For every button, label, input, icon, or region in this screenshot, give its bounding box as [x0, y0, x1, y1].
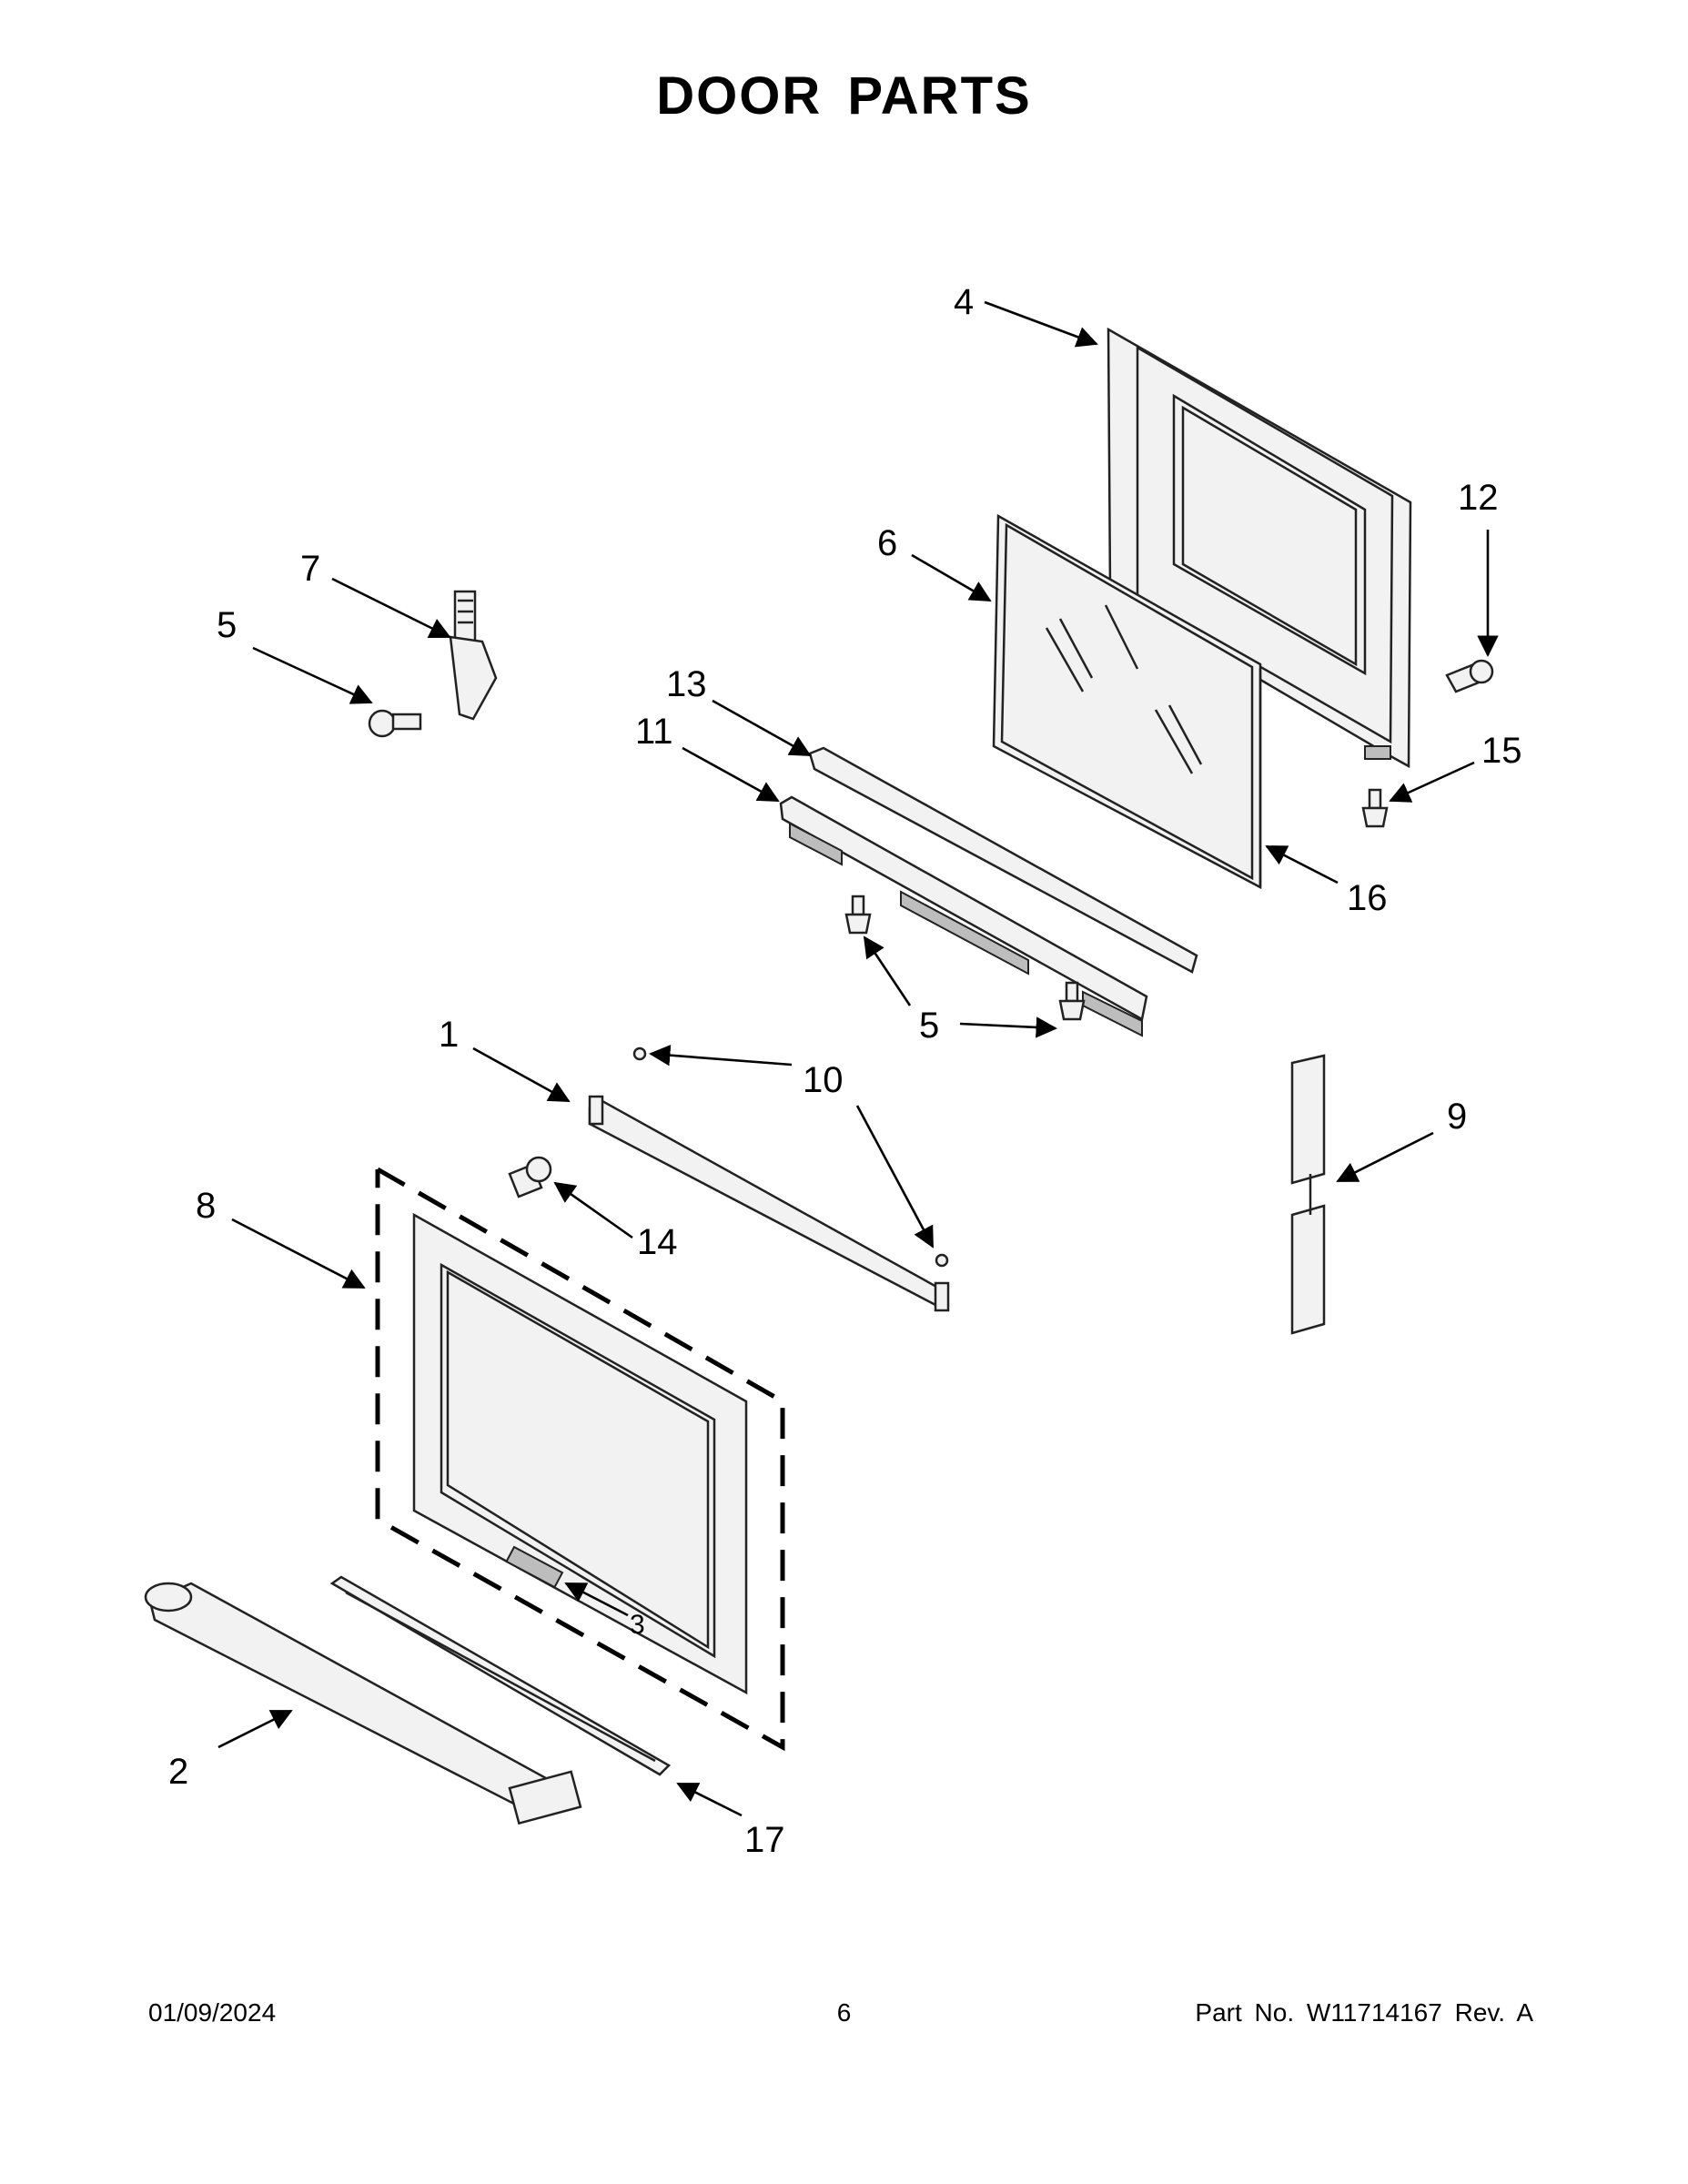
- callout-12: 12: [1458, 478, 1499, 518]
- callout-7: 7: [300, 549, 320, 589]
- screw-part-12: [1445, 659, 1494, 693]
- door-rail-part: [779, 746, 1198, 1037]
- page-title: DOOR PARTS: [656, 66, 1032, 126]
- callout-5: 5: [217, 605, 237, 645]
- door-handle-part: [144, 1582, 582, 1825]
- footer-page-number: 6: [836, 1998, 852, 2027]
- callout-11: 11: [635, 712, 673, 752]
- outer-door-assembly-part: [375, 1167, 785, 1752]
- screw-part: [368, 709, 422, 738]
- footer-part-number: Part No. W11714167 Rev. A: [1195, 1998, 1533, 2027]
- callout-17: 17: [744, 1820, 785, 1860]
- trim-strip-part: [329, 1575, 672, 1776]
- callout-5-rail: 5: [919, 1006, 939, 1046]
- screw-part: [1058, 981, 1086, 1021]
- callout-10: 10: [803, 1060, 844, 1100]
- footer-date: 01/09/2024: [148, 1998, 277, 2027]
- callout-13: 13: [666, 664, 707, 704]
- callout-9: 9: [1447, 1097, 1467, 1137]
- side-channel-part: [1290, 1054, 1326, 1335]
- callout-6: 6: [877, 523, 897, 563]
- callout-4: 4: [954, 282, 974, 322]
- leader-lines: [217, 300, 1499, 1817]
- screw-part-14: [508, 1156, 552, 1198]
- callout-2: 2: [168, 1752, 188, 1792]
- screw-part-15: [1361, 788, 1389, 828]
- glass-panel-part: [992, 513, 1262, 890]
- support-bracket-part: [588, 1046, 950, 1312]
- screw-part: [844, 895, 872, 935]
- callout-1: 1: [439, 1015, 459, 1055]
- hinge-part: [449, 590, 498, 721]
- callout-16: 16: [1347, 878, 1388, 918]
- inner-door-panel-part: [1107, 327, 1412, 769]
- callout-15: 15: [1481, 731, 1522, 771]
- callout-14: 14: [637, 1222, 678, 1262]
- callout-8: 8: [196, 1186, 216, 1226]
- callout-3: 3: [630, 1610, 645, 1640]
